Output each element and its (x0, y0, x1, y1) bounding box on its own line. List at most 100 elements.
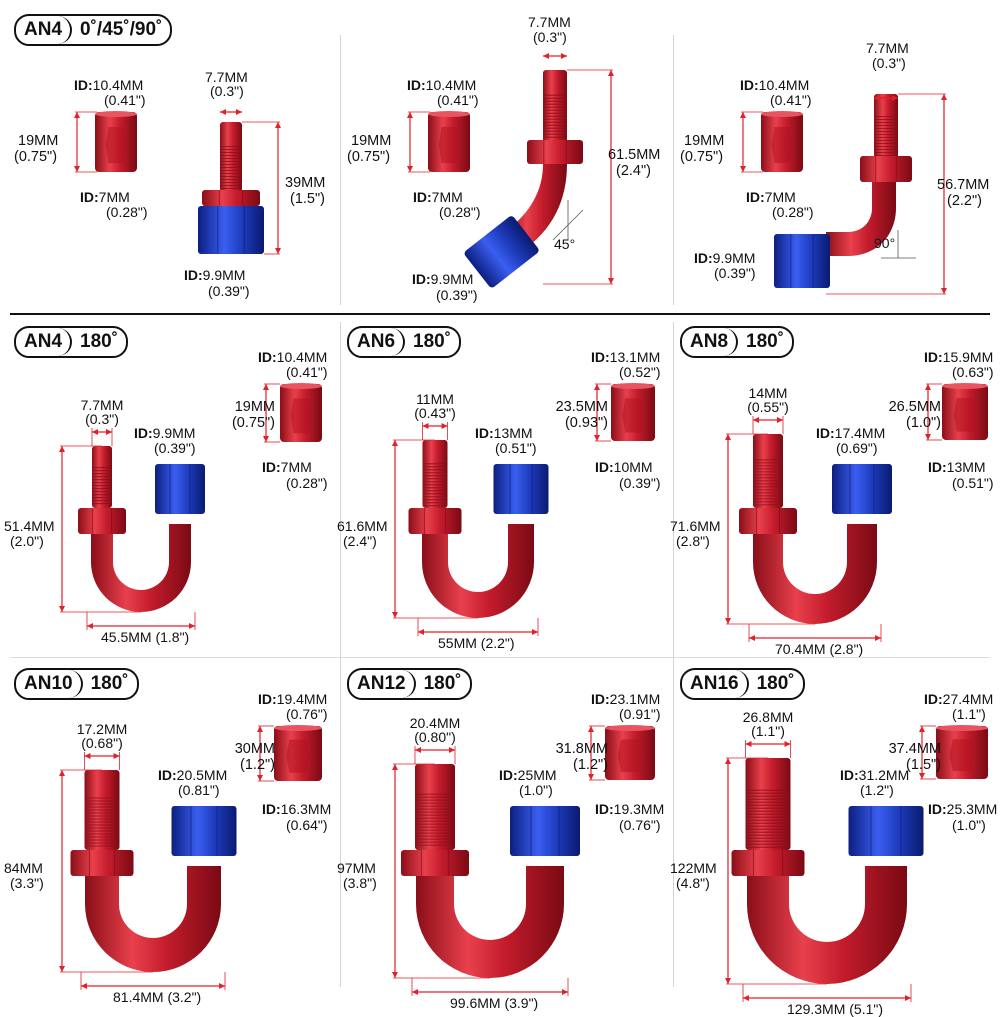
hose-end-socket (611, 383, 655, 441)
nut-id: ID:17.4MM (816, 426, 885, 440)
id-prefix: ID: (262, 459, 281, 475)
dimension-value: 13.1MM (609, 349, 661, 365)
id-prefix: ID: (258, 691, 277, 707)
dimension-value: 25.3MM (946, 801, 998, 817)
tube-od-in: (0.3") (872, 55, 906, 71)
id-prefix: ID: (816, 425, 835, 441)
arrow-head (753, 417, 759, 423)
red-hex-nut (527, 140, 583, 164)
arrow-head (263, 436, 269, 442)
arrow-head (219, 983, 225, 989)
hose-end-height: 19MM (18, 133, 59, 149)
u-bend (416, 866, 564, 978)
hose-end-height-in: (0.75") (680, 149, 724, 165)
arrow-head (905, 995, 911, 1001)
id-prefix: ID: (412, 271, 431, 287)
divider (673, 35, 674, 305)
bend-fitting-an12 (392, 725, 655, 996)
tube-od: 14MM (748, 385, 788, 401)
arrow-head (392, 764, 398, 770)
nut-id-in: (0.39") (154, 440, 196, 456)
hose-end-top-id-in: (0.41") (437, 92, 479, 108)
hose-end-height-in: (0.75") (231, 415, 275, 431)
tube-od: 17.2MM (76, 721, 128, 737)
arrow-head (407, 166, 413, 172)
overall-width: 55MM (2.2") (438, 635, 515, 651)
arrow-head (743, 995, 749, 1001)
divider (340, 35, 341, 305)
badge-size: AN8 (682, 328, 739, 356)
red-hex-nut (78, 508, 126, 534)
arrow-head (59, 770, 65, 776)
dimension-value: 9.9MM (202, 267, 246, 283)
dimension-value: 19.3MM (613, 801, 665, 817)
overall-height: 71.6MM (670, 518, 721, 534)
id-prefix: ID: (407, 77, 426, 93)
hose-end-bottom-id: ID:7MM (80, 190, 130, 204)
threaded-tube (874, 94, 898, 158)
hose-end-bottom-id-in: (0.51") (952, 475, 994, 491)
hose-end-height: 37.4MM (888, 741, 941, 757)
id-prefix: ID: (595, 801, 614, 817)
dimension-value: 9.9MM (712, 250, 756, 266)
arrow-head (106, 429, 112, 435)
nut-id: ID:31.2MM (840, 768, 909, 782)
section-divider (10, 313, 990, 315)
blue-swivel-nut (155, 464, 205, 514)
arrow-head (257, 775, 263, 781)
arrow-head (257, 726, 263, 732)
hose-end-bottom-id: ID:7MM (746, 190, 796, 204)
dimension-value: 23.1MM (609, 691, 661, 707)
id-prefix: ID: (80, 189, 99, 205)
badge-angle: 180˚ (756, 673, 795, 694)
arrow-head (919, 726, 925, 732)
arrow-head (74, 166, 80, 172)
id-prefix: ID: (158, 767, 177, 783)
hose-end-bottom-id-in: (0.28") (106, 204, 148, 220)
hose-end-top-id: ID:19.4MM (258, 692, 327, 706)
arrow-head (87, 623, 93, 629)
dimension-value: 13MM (946, 459, 986, 475)
hose-end-socket (936, 725, 988, 779)
arrow-head (392, 972, 398, 978)
bent-elbow (826, 182, 896, 256)
hose-end-bottom-id: ID:25.3MM (928, 802, 997, 816)
hose-end-socket (280, 383, 322, 442)
bend-fitting-an4 (59, 383, 322, 630)
overall-height: 84MM (4, 860, 43, 876)
dimension-value: 27.4MM (942, 691, 994, 707)
id-prefix: ID: (591, 691, 610, 707)
badge-size: AN4 (16, 16, 73, 44)
arrow-head (441, 423, 448, 429)
badge-angle: 180˚ (746, 331, 785, 352)
hose-end-socket (95, 111, 137, 172)
threaded-tube (220, 122, 242, 192)
red-hex-nut (202, 190, 260, 206)
bend-fitting-an6 (392, 383, 655, 636)
dimension-value: 7MM (431, 189, 463, 205)
arrow-head (561, 53, 567, 59)
arrow-head (588, 726, 594, 732)
id-prefix: ID: (924, 691, 943, 707)
arrow-head (59, 966, 65, 972)
arrow-head (543, 53, 549, 59)
arrow-head (59, 606, 65, 612)
blue-swivel-nut (832, 464, 892, 514)
id-prefix: ID: (694, 250, 713, 266)
threaded-tube (92, 446, 112, 508)
overall-height: 61.6MM (337, 518, 388, 534)
hose-end-height-in: (0.75") (347, 149, 391, 165)
hose-end-height-in: (1.2") (240, 757, 275, 773)
overall-height: 122MM (670, 860, 717, 876)
dimension-value: 20.5MM (176, 767, 228, 783)
nut-id-in: (0.39") (436, 287, 478, 303)
id-prefix: ID: (499, 767, 518, 783)
nut-id-in: (1.2") (860, 782, 894, 798)
blue-swivel-nut (171, 806, 237, 856)
badge-angle: 180˚ (80, 331, 119, 352)
hose-end-top-id-in: (0.91") (619, 706, 661, 722)
dimension-value: 7MM (764, 189, 796, 205)
hose-end-top-id: ID:10.4MM (407, 78, 476, 92)
dimension-value: 10.4MM (425, 77, 477, 93)
tube-od: 11MM (416, 391, 454, 407)
